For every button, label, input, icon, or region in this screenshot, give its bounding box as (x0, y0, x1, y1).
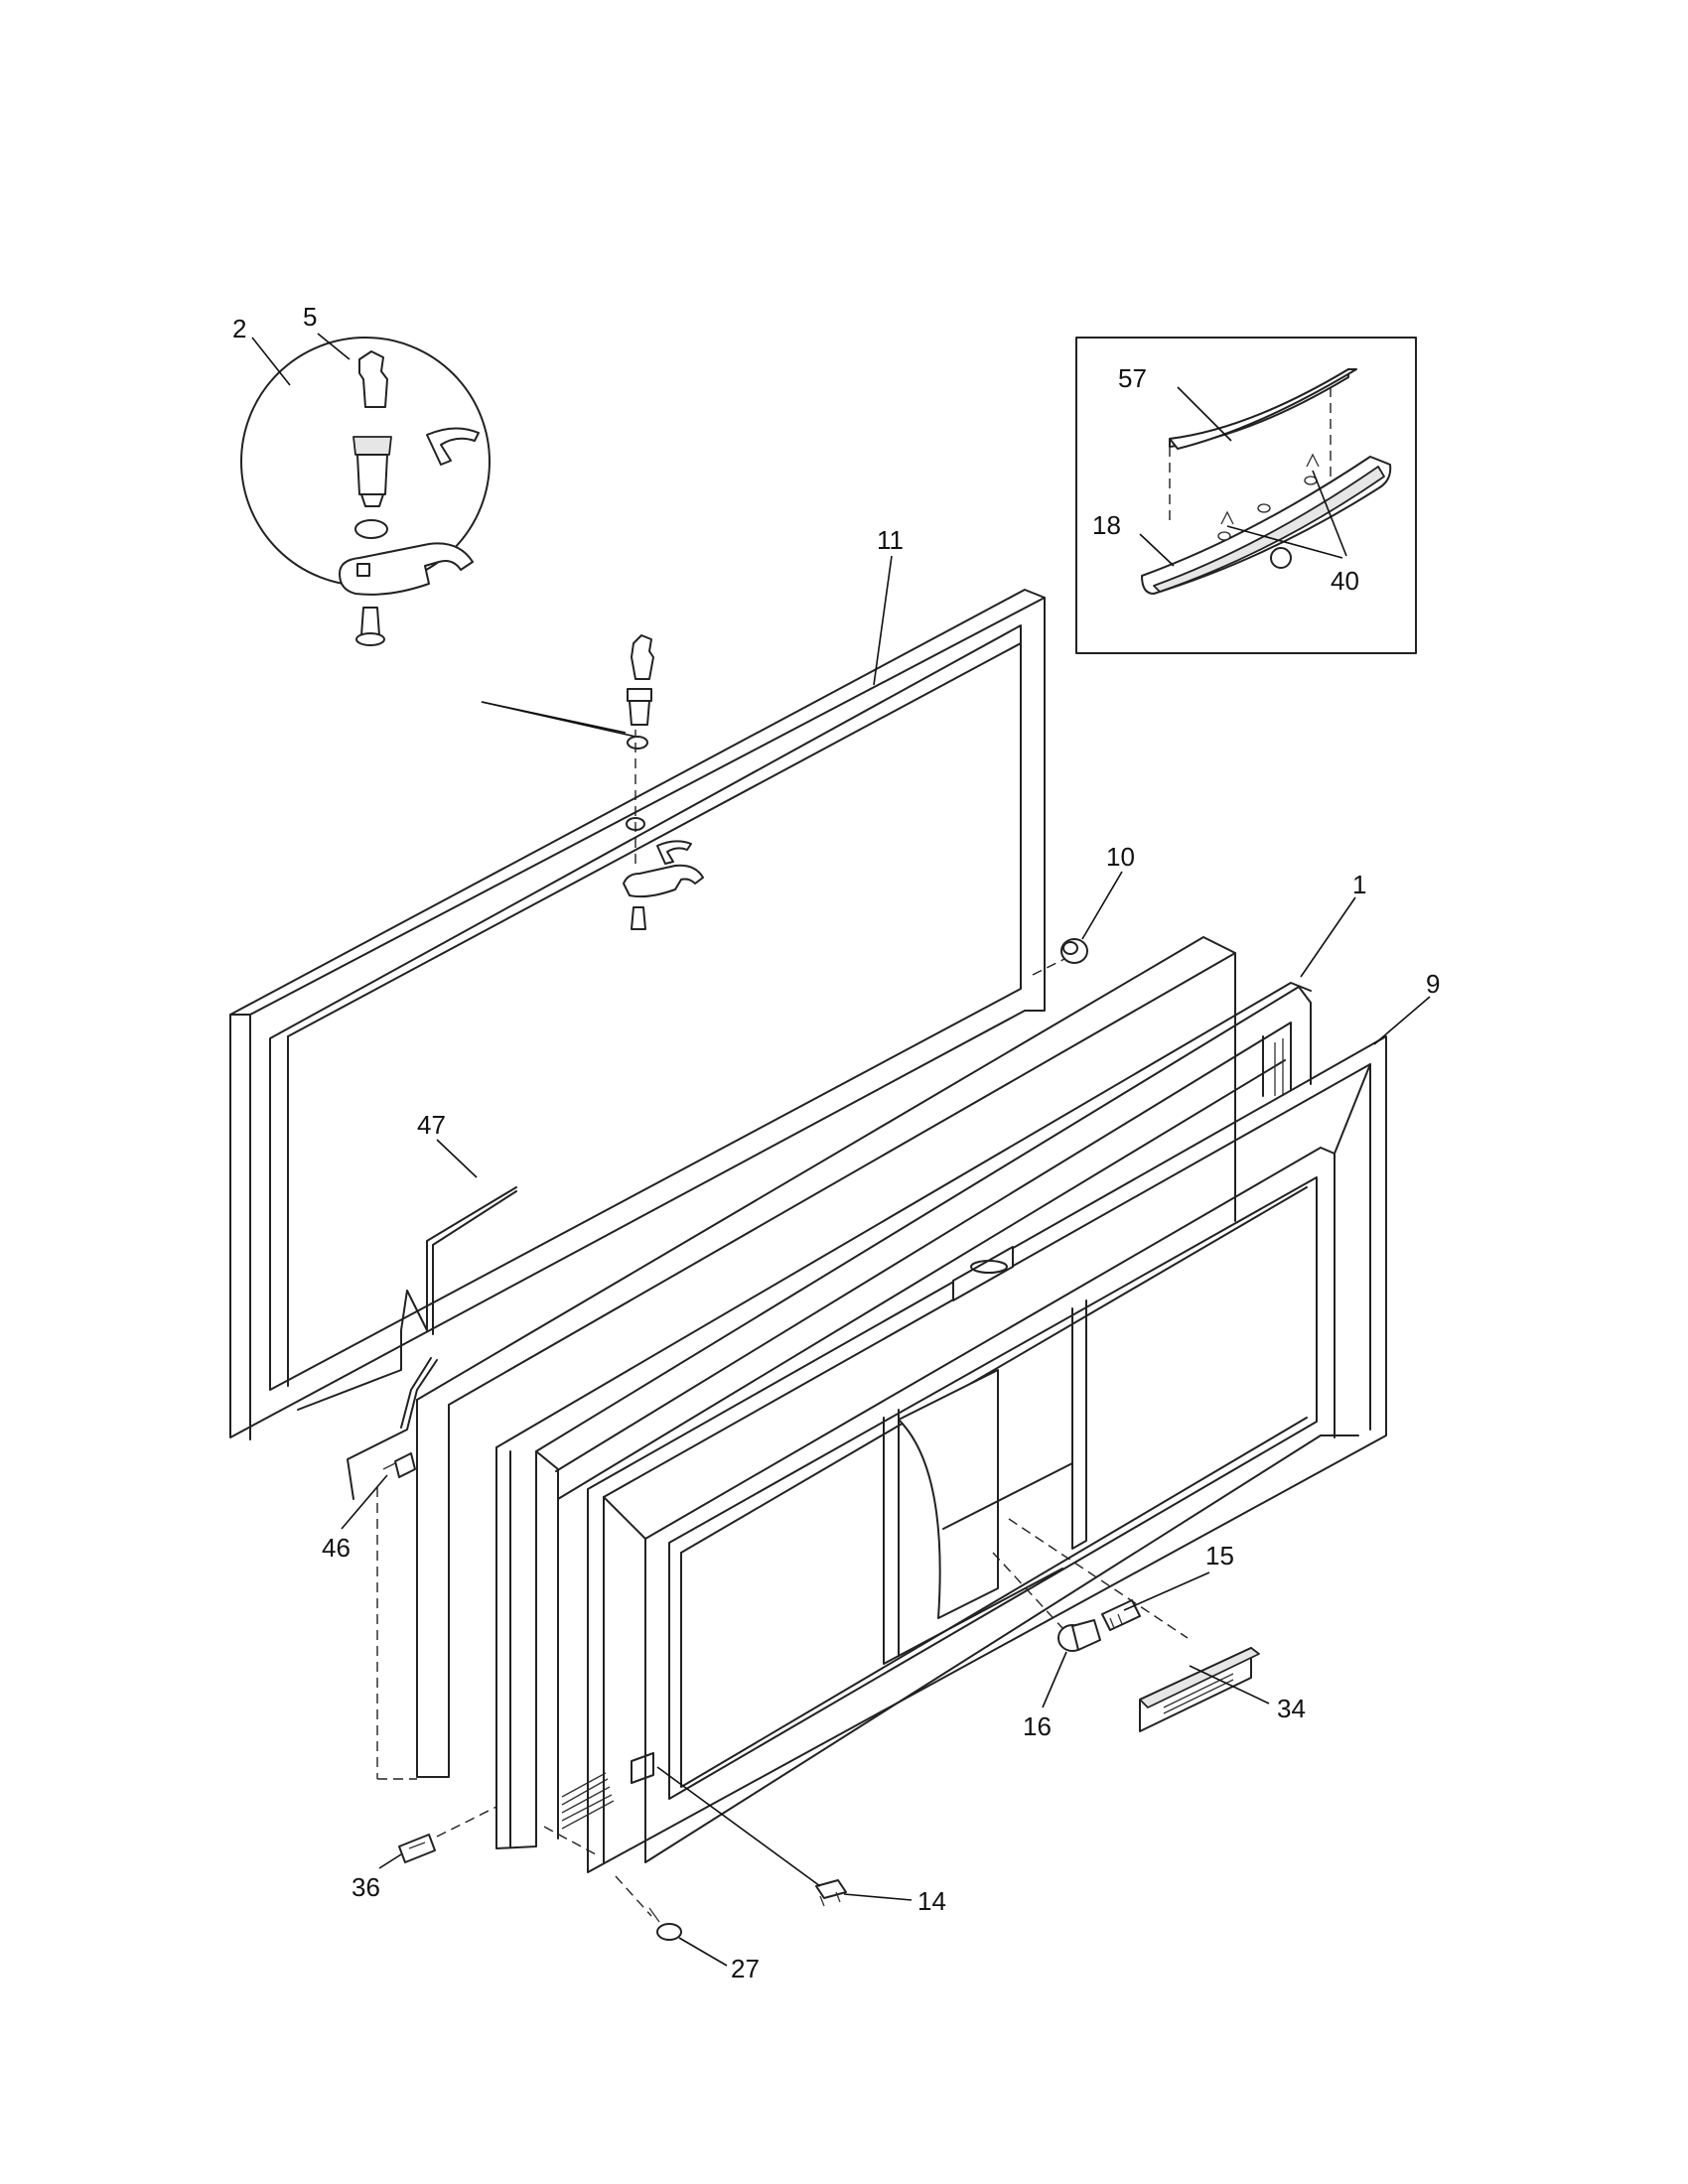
callout-15: 15 (1205, 1541, 1234, 1570)
callout-1: 1 (1352, 870, 1366, 899)
light-socket-part-16 (1057, 1619, 1101, 1652)
hinge-wire (297, 1186, 517, 1500)
insulation-panel (416, 936, 1236, 1778)
callout-40: 40 (1331, 566, 1359, 596)
callout-36: 36 (352, 1872, 380, 1902)
door-frame (495, 982, 1312, 1849)
light-cover-part-34 (1139, 1647, 1260, 1732)
bulb-part-15 (1101, 1599, 1141, 1631)
callout-34: 34 (1277, 1694, 1306, 1723)
callout-2: 2 (232, 314, 246, 343)
lock-parts-exploded (623, 634, 704, 930)
door-gasket (229, 589, 1046, 1440)
plug-part-10 (1060, 938, 1088, 964)
clip-part-36 (398, 1834, 436, 1863)
screw-part-46 (382, 1452, 416, 1478)
inner-door-liner (587, 1035, 1387, 1873)
callout-11: 11 (877, 525, 904, 555)
callout-27: 27 (731, 1954, 760, 1983)
callout-46: 46 (322, 1533, 351, 1563)
callout-5: 5 (303, 302, 317, 332)
lock-assembly-detail (240, 337, 491, 646)
callout-18: 18 (1092, 510, 1121, 540)
callout-9: 9 (1426, 969, 1440, 999)
handle-inset (1075, 337, 1417, 654)
callout-10: 10 (1106, 842, 1135, 872)
switch-part-14 (815, 1879, 847, 1907)
callout-57: 57 (1118, 363, 1147, 393)
callout-16: 16 (1023, 1711, 1052, 1741)
callout-14: 14 (917, 1886, 946, 1916)
callout-47: 47 (417, 1110, 446, 1140)
screw-part-27 (648, 1907, 682, 1941)
